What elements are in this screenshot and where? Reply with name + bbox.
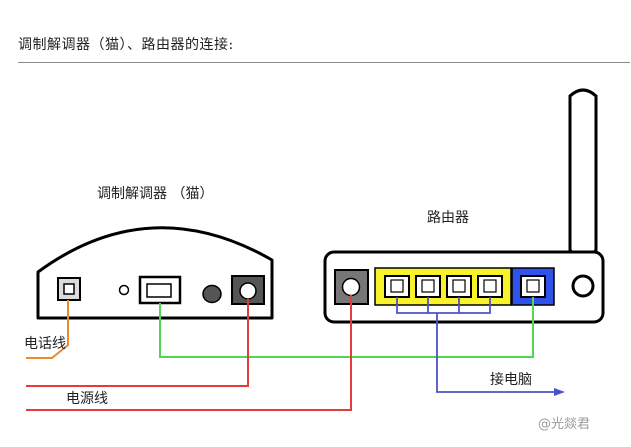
modem-ethernet-port-inner xyxy=(146,283,172,298)
modem-indicator-hole xyxy=(118,284,130,296)
modem-to-router-cable xyxy=(159,297,534,358)
lan-arrow-head xyxy=(554,388,565,396)
router-lan-port-3-inner xyxy=(452,279,466,293)
modem-label: 调制解调器 （猫） xyxy=(97,186,213,202)
router-antenna-base xyxy=(571,274,595,298)
power-line-label: 电源线 xyxy=(66,391,108,407)
router-lan-port-1-inner xyxy=(390,279,404,293)
router-power-line xyxy=(26,295,352,411)
router-power-jack-hole xyxy=(341,277,361,297)
router-antenna xyxy=(568,88,598,261)
phone-line-label: 电话线 xyxy=(24,336,66,352)
lan-bus-line xyxy=(396,297,558,393)
modem-phone-port-inner xyxy=(63,283,75,295)
router-lan-port-4-inner xyxy=(483,279,497,293)
modem-power-line xyxy=(26,299,249,387)
phone-line xyxy=(26,300,69,359)
watermark-text: @光燚君 xyxy=(538,417,590,432)
modem-power-button xyxy=(202,284,222,304)
page-heading: 调制解调器（猫）、路由器的连接: xyxy=(18,37,234,53)
pc-label: 接电脑 xyxy=(490,371,532,388)
router-lan-port-2-inner xyxy=(421,279,435,293)
router-wan-port-inner xyxy=(526,279,540,293)
modem-power-jack-hole xyxy=(239,282,257,300)
heading-divider xyxy=(18,62,630,63)
router-label: 路由器 xyxy=(427,210,469,226)
